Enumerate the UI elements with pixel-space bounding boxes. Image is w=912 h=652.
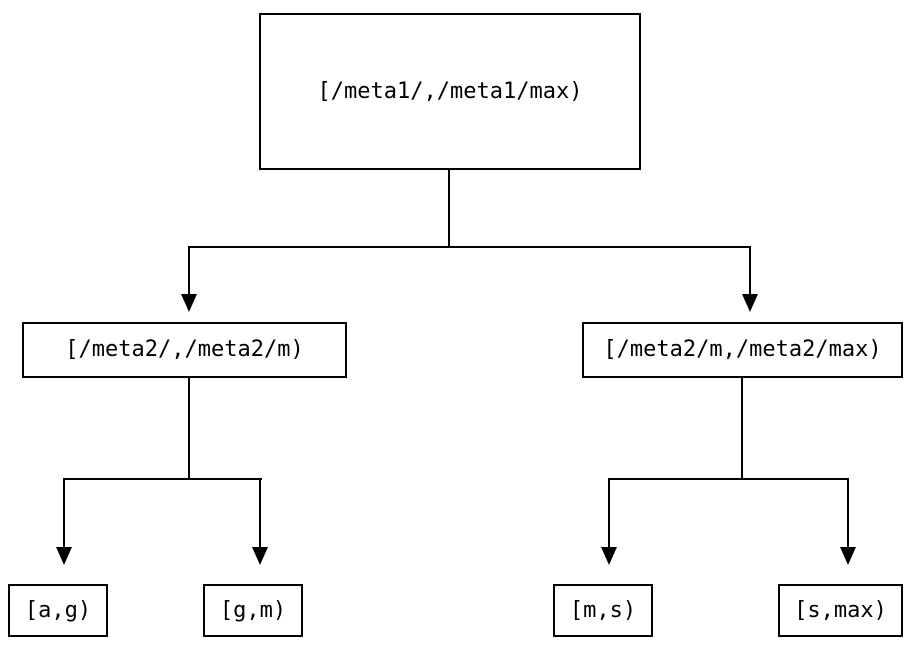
- connector-root-left-drop: [188, 246, 190, 294]
- connector-left-left-drop: [63, 478, 65, 548]
- node-leaf-g-m: [g,m): [203, 584, 303, 637]
- node-leaf-a-g-label: [a,g): [24, 597, 92, 623]
- node-root-meta1-range: [/meta1/,/meta1/max): [259, 13, 641, 170]
- connector-right-stem: [741, 378, 743, 480]
- arrowhead-down-icon: [840, 547, 856, 565]
- arrowhead-down-icon: [601, 547, 617, 565]
- node-leaf-s-max: [s,max): [778, 584, 903, 637]
- node-leaf-m-s-label: [m,s): [569, 597, 637, 623]
- node-leaf-a-g: [a,g): [8, 584, 108, 637]
- arrowhead-down-icon: [252, 547, 268, 565]
- connector-left-crossbar: [63, 478, 262, 480]
- node-leaf-g-m-label: [g,m): [219, 597, 287, 623]
- connector-right-crossbar: [608, 478, 849, 480]
- node-leaf-s-max-label: [s,max): [794, 597, 887, 623]
- connector-left-right-drop: [259, 478, 261, 548]
- arrowhead-down-icon: [742, 294, 758, 312]
- connector-root-right-drop: [749, 246, 751, 294]
- connector-root-crossbar: [188, 246, 751, 248]
- node-meta2-left-label: [/meta2/,/meta2/m): [65, 337, 304, 362]
- connector-left-stem: [188, 378, 190, 480]
- connector-right-left-drop: [608, 478, 610, 548]
- node-root-label: [/meta1/,/meta1/max): [317, 78, 583, 104]
- connector-root-stem: [448, 170, 450, 247]
- node-meta2-left-range: [/meta2/,/meta2/m): [22, 322, 347, 378]
- arrowhead-down-icon: [181, 294, 197, 312]
- node-meta2-right-label: [/meta2/m,/meta2/max): [603, 337, 882, 362]
- connector-right-right-drop: [847, 478, 849, 548]
- arrowhead-down-icon: [56, 547, 72, 565]
- node-leaf-m-s: [m,s): [553, 584, 653, 637]
- node-meta2-right-range: [/meta2/m,/meta2/max): [582, 322, 903, 378]
